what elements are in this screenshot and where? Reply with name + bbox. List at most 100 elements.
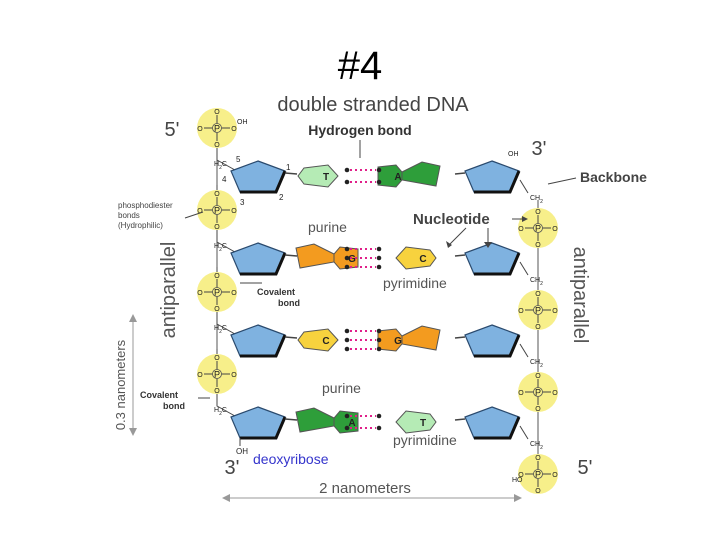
bond-atom-dot [344,337,350,343]
right-sugar-3 [463,323,521,358]
backbone-label: Backbone [580,169,647,185]
base-c-right: C [395,246,437,270]
right-three-prime-label: 3' [532,138,547,160]
base-a-right: A [377,161,441,188]
base-letter: T [420,418,426,429]
svg-text:3: 3 [240,198,245,207]
left-sugar-2 [229,241,287,276]
base-t-left: T [297,164,339,188]
phosphodiester-label: phosphodiester bonds (Hydrophilic) [118,201,173,230]
left-phosphate-3 [196,271,238,314]
bond-atom-dot [376,167,382,173]
right-phosphate-2 [517,289,559,332]
svg-text:(Hydrophilic): (Hydrophilic) [118,221,163,230]
nucleotide-arrow-head-1 [446,241,452,248]
base-letter: G [394,336,402,347]
bond-atom-dot [344,167,350,173]
width-arrow-right [514,494,522,502]
right-ch2-labels: CH2 CH2 CH2 CH2 [530,195,543,451]
bond-atom-dot [344,328,350,334]
right-top-oh-label: OH [508,151,519,158]
bond-atom-dot [376,179,382,185]
bond-atom-dot [344,413,350,419]
right-five-prime-label: 5' [578,457,593,479]
base-letter: A [394,172,401,183]
svg-text:H2C: H2C [214,243,227,253]
right-phosphate-3 [517,371,559,414]
purine-label-bottom: purine [322,380,361,396]
svg-text:CH2: CH2 [530,359,543,369]
diagram-title: double stranded DNA [277,94,469,116]
right-sugar-1 [463,159,521,194]
pyrimidine-label-top: pyrimidine [383,275,447,291]
left-five-prime-label: 5' [165,119,180,141]
left-phosphate-4 [196,353,238,396]
callout-lines [184,140,577,399]
width-arrow-left [222,494,230,502]
antiparallel-label-left: antiparallel [158,242,180,339]
svg-text:phosphodiester: phosphodiester [118,201,173,210]
svg-text:CH2: CH2 [530,277,543,287]
bond-atom-dot [376,413,382,419]
base-letter: C [322,336,329,347]
purine-label-top: purine [308,219,347,235]
width-label: 2 nanometers [319,480,411,497]
nucleotide-arrow-head-3 [522,216,528,222]
sugar-base-connectors [284,172,466,421]
covalent-bond-label-left: Covalent bond [140,390,185,411]
bond-atom-dot [344,246,350,252]
base-letter: T [323,172,329,183]
left-phosphate-1 [196,107,238,150]
antiparallel-label-right: antiparallel [569,247,591,344]
svg-text:H2C: H2C [214,325,227,335]
bond-atom-dot [376,328,382,334]
left-phosphate-2 [196,189,238,232]
bond-atom-dot [376,255,382,261]
left-h2c-labels: H2C H2C H2C H2C [214,161,227,417]
svg-text:5: 5 [236,155,241,164]
left-three-prime-label: 3' [225,457,240,479]
svg-text:H2C: H2C [214,161,227,171]
bond-atom-dot [344,346,350,352]
right-sugar-4 [463,405,521,440]
top-left-oh-label: OH [237,119,248,126]
base-letter: C [419,254,426,265]
left-sugar-3 [229,323,287,358]
bond-atom-dot [376,246,382,252]
bond-atom-dot [344,264,350,270]
base-c-left: C [297,328,339,352]
deoxyribose-label: deoxyribose [253,451,329,467]
left-sugar-1 [229,159,287,194]
spacing-label: 0.3 nanometers [113,339,128,430]
svg-text:4: 4 [222,175,227,184]
bottom-left-oh-label: OH [236,447,248,456]
right-phosphate-1 [517,207,559,250]
spacing-arrow-top [129,314,137,322]
svg-text:bond: bond [163,401,185,411]
bond-atom-dot [376,346,382,352]
bottom-right-ho-label: HO [512,477,523,484]
covalent-bond-label-middle: Covalent bond [257,287,300,308]
svg-text:Covalent: Covalent [140,390,178,400]
nucleotide-arrow-1 [449,227,467,245]
pyrimidine-label-bottom: pyrimidine [393,432,457,448]
base-g-right: G [377,325,441,352]
nucleotide-label: Nucleotide [413,211,490,228]
svg-text:1: 1 [286,163,291,172]
base-letter: A [348,418,355,429]
base-letter: G [348,254,356,265]
base-t-right: T [395,410,437,434]
bond-atom-dot [344,179,350,185]
right-sugar-2 [463,241,521,276]
svg-text:2: 2 [279,193,284,202]
left-connectors [216,148,236,417]
ring-numbers: 5 4 3 2 1 [222,155,291,207]
svg-text:CH2: CH2 [530,195,543,205]
svg-text:H2C: H2C [214,407,227,417]
